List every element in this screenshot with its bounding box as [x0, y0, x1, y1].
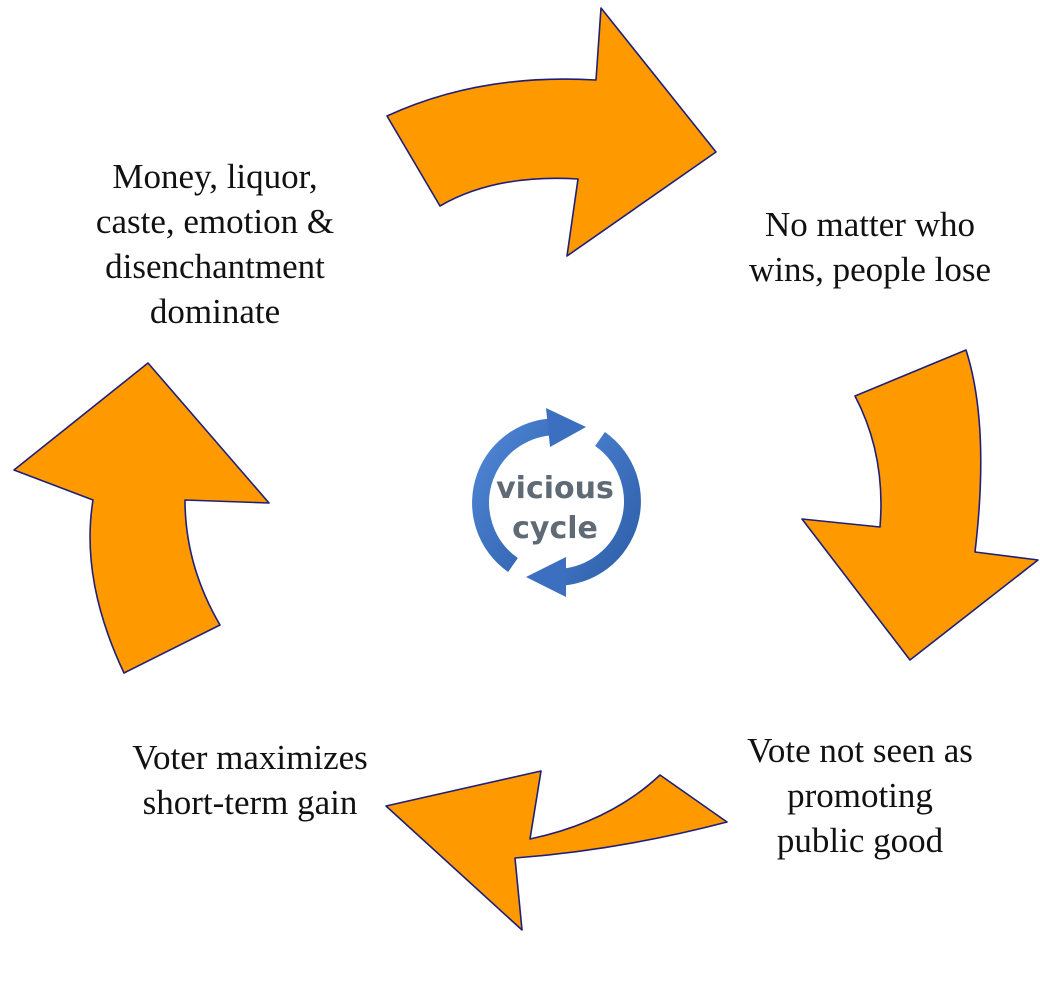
step-line: short-term gain — [142, 783, 358, 822]
step-label-people-lose: No matter who wins, people lose — [700, 202, 1040, 292]
step-line: Vote not seen as — [747, 731, 973, 770]
step-label-public-good: Vote not seen as promoting public good — [695, 728, 1025, 863]
arrow-left-up — [13, 362, 270, 674]
step-line: caste, emotion & — [95, 202, 335, 241]
step-label-short-term-gain: Voter maximizes short-term gain — [80, 735, 420, 825]
step-line: wins, people lose — [748, 250, 992, 289]
arrow-top-right — [386, 7, 717, 257]
arrow-right-down — [801, 349, 1039, 661]
step-line: public good — [776, 821, 944, 860]
circular-arrows-icon: vicious cycle — [472, 408, 641, 597]
step-line: Money, liquor, — [112, 157, 318, 196]
step-label-money-liquor: Money, liquor, caste, emotion & disencha… — [40, 154, 390, 334]
step-line: Voter maximizes — [132, 738, 368, 777]
vicious-cycle-logo: vicious cycle — [468, 405, 643, 600]
step-line: dominate — [149, 292, 281, 331]
arrow-bottom-left — [385, 770, 728, 931]
step-line: No matter who — [765, 205, 975, 244]
logo-word-vicious: vicious — [496, 471, 614, 506]
logo-word-cycle: cycle — [512, 511, 598, 546]
step-line: disenchantment — [105, 247, 325, 286]
step-line: promoting — [787, 776, 933, 815]
